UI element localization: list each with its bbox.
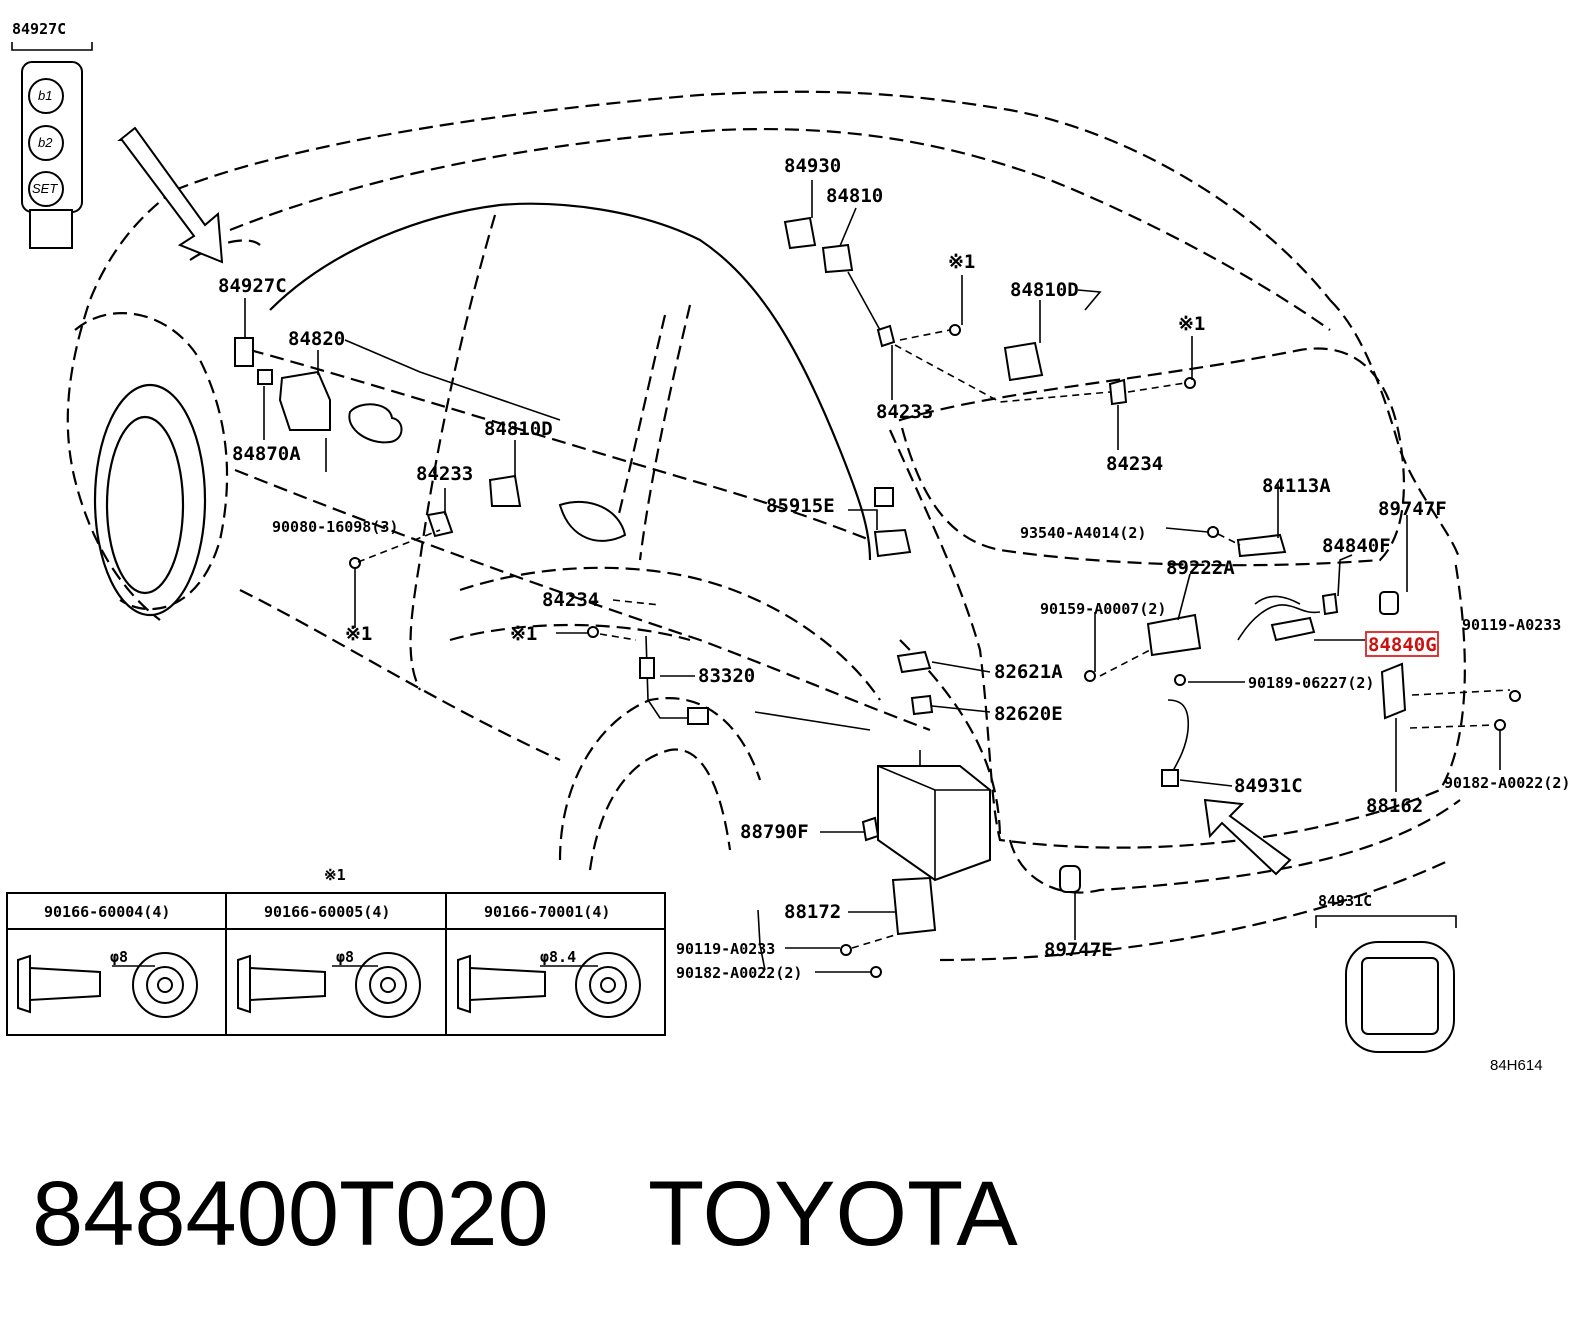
callout-84810D-top: 84810D (1010, 279, 1079, 301)
callout-90182-A0022-bottom: 90182-A0022(2) (676, 964, 802, 982)
callout-star1-b: ※1 (948, 251, 975, 273)
callout-84810: 84810 (826, 185, 883, 207)
highlight-box (1365, 631, 1439, 657)
memory-button-2: b2 (38, 135, 53, 150)
fastener-diameter-1: φ8 (110, 948, 128, 966)
footer-part-number: 848400T020 (32, 1163, 549, 1265)
callout-90080-16098: 90080-16098(3) (272, 518, 398, 536)
component-shapes (21, 61, 1521, 1053)
memory-button-1: b1 (38, 88, 52, 103)
fastener-part-1: 90166-60004(4) (44, 903, 170, 921)
fastener-drawing-1: φ8 (17, 948, 198, 1018)
callout-82621A: 82621A (994, 661, 1063, 683)
callout-star1-d: ※1 (510, 623, 537, 645)
memory-switch-buttons: b1 b2 SET (32, 88, 58, 196)
callout-84810D-mid: 84810D (484, 418, 553, 440)
callout-90119-A0233-bottom: 90119-A0233 (676, 940, 775, 958)
callout-89222A: 89222A (1166, 557, 1235, 579)
diagram-reference-code: 84H614 (1490, 1057, 1543, 1074)
callout-90189-06227: 90189-06227(2) (1248, 674, 1374, 692)
fastener-drawing-2: φ8 (237, 948, 421, 1018)
fastener-table: ※1 90166-60004(4) 90166-60005(4) 90166-7… (6, 866, 666, 1036)
footer-brand: TOYOTA (648, 1163, 1018, 1265)
callout-90159-A0007: 90159-A0007(2) (1040, 600, 1166, 618)
callout-84234-top: 84234 (1106, 453, 1163, 475)
pointer-arrows (117, 126, 1292, 876)
fastener-drawing-3: φ8.4 (457, 948, 641, 1018)
callout-82620E: 82620E (994, 703, 1063, 725)
fastener-part-2: 90166-60005(4) (264, 903, 390, 921)
callout-84840F: 84840F (1322, 535, 1391, 557)
fastener-diameter-3: φ8.4 (540, 948, 576, 966)
callout-84840G-highlighted: 84840G (1368, 634, 1437, 656)
callout-85915E: 85915E (766, 495, 835, 517)
callout-83320: 83320 (698, 665, 755, 687)
callout-84234-mid: 84234 (542, 589, 599, 611)
fastener-part-3: 90166-70001(4) (484, 903, 610, 921)
detail-label-memory-switch: 84927C (12, 20, 66, 38)
callout-88162: 88162 (1366, 795, 1423, 817)
callout-84820: 84820 (288, 328, 345, 350)
callout-star1-c: ※1 (1178, 313, 1205, 335)
callout-89747E: 89747E (1044, 939, 1113, 961)
callout-labels: 84927C 84927C 84820 84870A 90080-16098(3… (12, 20, 1570, 982)
fastener-diameter-2: φ8 (336, 948, 354, 966)
fastener-table-title: ※1 (324, 866, 346, 884)
memory-set-button: SET (32, 181, 58, 196)
callout-84931C: 84931C (1234, 775, 1303, 797)
leader-lines (11, 42, 1511, 973)
callout-84930: 84930 (784, 155, 841, 177)
callout-84233-top: 84233 (876, 401, 933, 423)
callout-88172: 88172 (784, 901, 841, 923)
callout-84233-mid: 84233 (416, 463, 473, 485)
callout-star1-a: ※1 (345, 623, 372, 645)
callout-89747F: 89747F (1378, 498, 1447, 520)
callout-84870A: 84870A (232, 443, 301, 465)
callout-84927C: 84927C (218, 275, 287, 297)
callout-90182-A0022-right: 90182-A0022(2) (1444, 774, 1570, 792)
vehicle-outline (66, 90, 1466, 962)
callout-93540-A4014: 93540-A4014(2) (1020, 524, 1146, 542)
detail-label-hatch-switch: 84931C (1318, 892, 1372, 910)
callout-84113A: 84113A (1262, 475, 1331, 497)
callout-88790F: 88790F (740, 821, 809, 843)
callout-90119-A0233-right: 90119-A0233 (1462, 616, 1561, 634)
